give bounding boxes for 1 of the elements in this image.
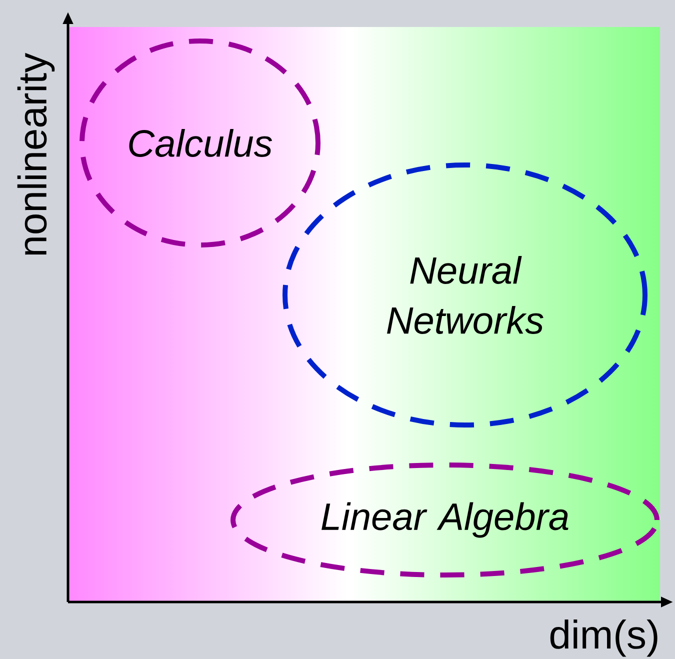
- axis-label: dim(s): [550, 620, 658, 657]
